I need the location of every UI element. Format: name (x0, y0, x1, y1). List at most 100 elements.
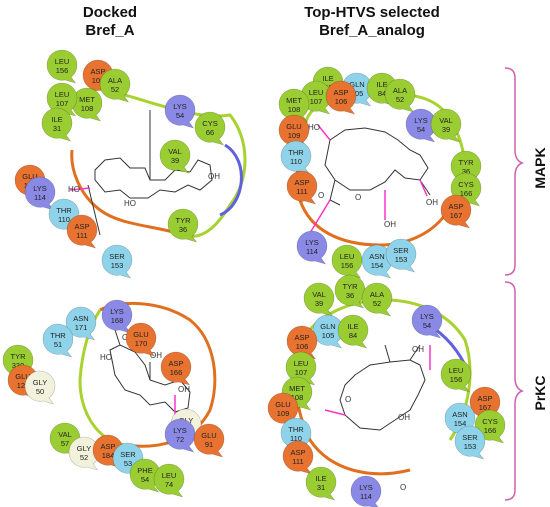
residue-number: 156 (341, 261, 354, 270)
residue-number: 108 (81, 104, 94, 113)
residue-number: 156 (450, 375, 463, 384)
residue-number: 39 (442, 125, 450, 134)
residue-number: 171 (75, 323, 88, 332)
residue-shape (385, 238, 417, 273)
hydroxyl-label: OH (178, 385, 190, 394)
residue-number: 66 (206, 128, 214, 137)
residue-number: 107 (295, 368, 308, 377)
residue-shape (411, 304, 443, 339)
residue-name: PHE (137, 466, 152, 475)
residue-shape (337, 314, 369, 349)
residue-name: LYS (305, 238, 319, 247)
residue-name: GLN (320, 322, 335, 331)
residue-shape (42, 323, 74, 358)
hbond-mapk-analog-glu109 (317, 124, 331, 141)
residue-number: 153 (464, 442, 477, 451)
residue-number: 170 (135, 339, 148, 348)
residue-shape (280, 140, 312, 175)
hydroxyl-label: O (318, 191, 324, 200)
residue-shape (430, 108, 462, 143)
hbond-mapk-docked-lys114 (69, 187, 91, 191)
residue-number: 166 (170, 368, 183, 377)
ligand-mapk-docked-bonds (87, 110, 151, 236)
residue-shape (282, 440, 314, 475)
residue-shape (325, 80, 357, 115)
header-analog-line2: Bref_A_analog (319, 22, 425, 39)
header-docked-line2: Bref_A (85, 22, 135, 39)
residue-number: 54 (417, 125, 425, 134)
residue-number: 84 (378, 89, 386, 98)
residue-name: TYR (343, 282, 359, 291)
ligand-prkc-analog-bonds (384, 344, 421, 363)
residue-name: ASP (333, 88, 348, 97)
residue-number: 52 (373, 299, 381, 308)
residue-name: THR (288, 148, 304, 157)
residue-shape (267, 392, 299, 427)
contour-mapk-docked-orange (70, 149, 186, 237)
residue-shape (440, 358, 472, 393)
residue-shape (99, 68, 131, 103)
residue-number: 39 (315, 299, 323, 308)
header-docked-line1: Docked (82, 4, 138, 21)
interaction-lines (69, 124, 431, 418)
hydroxyl-label: O (345, 395, 351, 404)
residue-number: 156 (56, 66, 69, 75)
residue-number: 91 (205, 440, 213, 449)
residue-name: ILE (315, 474, 326, 483)
hydroxyl-label: HO (308, 123, 320, 132)
residue-name: ILE (322, 74, 333, 83)
residue-name: ASP (294, 333, 309, 342)
residue-name: VAL (58, 430, 72, 439)
ligand-mapk-analog (324, 127, 429, 191)
residue-number: 51 (54, 340, 62, 349)
residue-name: SER (462, 433, 478, 442)
header-analog: Top-HTVS selected Bref_A_analog (282, 4, 462, 40)
residue-number: 153 (111, 261, 124, 270)
header-docked: Docked Bref_A (50, 4, 170, 40)
residue-name: LEU (55, 90, 70, 99)
residue-shape (296, 230, 328, 265)
residue-name: ASN (369, 252, 384, 261)
residue-shape (164, 94, 196, 129)
residue-number: 114 (360, 492, 372, 501)
residue-name: CYS (482, 417, 497, 426)
residue-number: 31 (317, 483, 325, 492)
residue-name: ASP (477, 394, 492, 403)
residue-shape (160, 351, 192, 386)
residue-number: 54 (176, 111, 184, 120)
residue-number: 184 (102, 451, 115, 460)
ligand-prkc-docked-bonds (114, 329, 151, 380)
residue-number: 105 (322, 331, 335, 340)
residue-number: 108 (288, 105, 301, 114)
residue-shape (440, 194, 472, 229)
residue-name: VAL (168, 147, 182, 156)
residue-shape (159, 139, 191, 174)
residue-number: 106 (92, 76, 105, 85)
residue-number: 110 (58, 215, 70, 224)
residue-number: 330 (12, 361, 25, 370)
residue-shape (46, 49, 78, 84)
residue-name: GLU (133, 330, 148, 339)
residue-name: CYS (458, 180, 473, 189)
residue-name: LEU (162, 471, 177, 480)
residue-name: ASP (448, 202, 463, 211)
residue-number: 52 (80, 453, 88, 462)
residue-number: 36 (346, 291, 354, 300)
